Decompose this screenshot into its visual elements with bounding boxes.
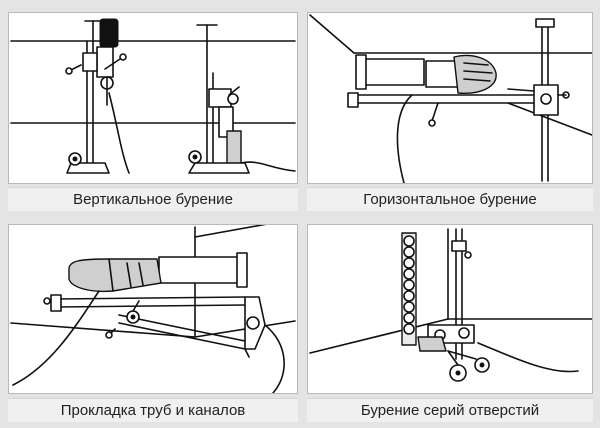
drill-rig-left: [65, 18, 130, 174]
angled-drill-rig: [12, 252, 285, 393]
panel-vertical-drilling: [8, 12, 298, 184]
panel-series-holes: [307, 224, 593, 394]
horizontal-drill-rig: [347, 18, 570, 183]
caption-vertical-drilling: Вертикальное бурение: [8, 187, 298, 211]
panel-pipes-channels: [8, 224, 298, 394]
pipes-channels-illustration: [10, 225, 296, 393]
caption-horizontal-drilling: Горизонтальное бурение: [307, 187, 593, 211]
series-holes-illustration: [309, 228, 592, 382]
horizontal-drilling-illustration: [309, 14, 592, 183]
hole-series: [401, 232, 417, 346]
drill-rig-right: [188, 24, 296, 174]
caption-series-holes: Бурение серий отверстий: [307, 398, 593, 422]
panel-horizontal-drilling: [307, 12, 593, 184]
vertical-drilling-illustration: [10, 18, 296, 174]
caption-pipes-channels: Прокладка труб и каналов: [8, 398, 298, 422]
vertical-drill-rig: [417, 228, 579, 382]
